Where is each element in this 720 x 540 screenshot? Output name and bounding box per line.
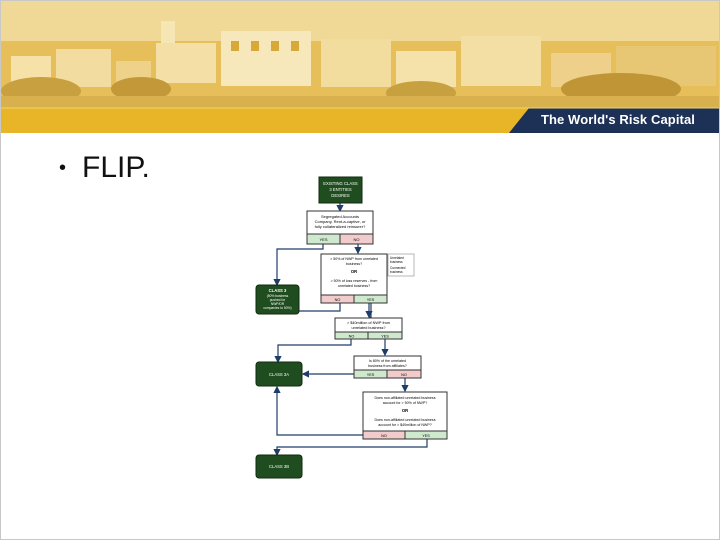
q2-no: NO	[335, 298, 341, 302]
flow-question-2: > 50% of NWP from unrelated business? OR…	[320, 253, 415, 304]
q5-line-5: account for > $40million of NWP?	[378, 423, 431, 427]
flow-start-box: EXISTING CLASS 3 ENTITIES DESIRES	[318, 176, 363, 204]
q2-line-5: unrelated business?	[338, 284, 370, 288]
tagline: The World's Risk Capital	[540, 112, 695, 127]
q2-side-4: business	[390, 270, 403, 274]
q2-side-2: business	[390, 260, 403, 264]
flow-question-5: Does non-affiliated unrelated business a…	[362, 391, 448, 440]
start-line-3: DESIRES	[331, 193, 350, 198]
class3-line-5: companies to 50%)	[263, 306, 291, 310]
q5-line-4: Does non-affiliated unrelated business	[374, 418, 435, 422]
flow-question-4: Is 80% of the unrelated business from af…	[353, 355, 422, 379]
bullet-item: • FLIP.	[59, 151, 150, 185]
flow-class3a-box: CLASS 3A	[255, 361, 303, 387]
class3-line-4: NWP/DR	[271, 302, 285, 306]
q1-yes: YES	[319, 237, 327, 242]
q3-line-1: > $40million of NWP from	[347, 321, 390, 325]
q5-no: NO	[381, 434, 387, 438]
class3-flowchart: EXISTING CLASS 3 ENTITIES DESIRES Segreg…	[255, 176, 448, 479]
class3a-title: CLASS 3A	[269, 372, 289, 377]
q4-line-1: Is 80% of the unrelated	[369, 359, 406, 363]
q2-side-3: Connected	[390, 266, 406, 270]
q4-yes: YES	[367, 373, 375, 377]
q2-yes: YES	[367, 298, 375, 302]
bermuda-skyline-photo	[1, 1, 719, 133]
q2-or: OR	[351, 269, 357, 274]
q3-no: NO	[349, 335, 355, 339]
flow-class3-box: CLASS 3 (50% business pushed for NWP/DR …	[255, 284, 300, 315]
q4-no: NO	[401, 373, 407, 377]
q5-line-1: Does non-affiliated unrelated business	[374, 396, 435, 400]
q1-line-1: Segregated Accounts	[321, 214, 359, 219]
q4-line-2: business from affiliates?	[368, 364, 407, 368]
class3-line-3: pushed for	[270, 298, 286, 302]
q5-line-2: account for > 50% of NWP?	[383, 401, 427, 405]
q2-line-1: > 50% of NWP from unrelated	[330, 257, 378, 261]
class3b-title: CLASS 3B	[269, 464, 289, 469]
q5-yes: YES	[422, 434, 430, 438]
q3-yes: YES	[381, 335, 389, 339]
start-line-1: EXISTING CLASS	[323, 181, 358, 186]
bullet-dot: •	[59, 156, 67, 179]
q5-or: OR	[402, 408, 408, 413]
start-line-2: 3 ENTITIES	[329, 187, 352, 192]
header-banner: The World's Risk Capital	[1, 1, 719, 133]
q2-side-1: Unrelated	[390, 256, 404, 260]
flow-question-3: > $40million of NWP from unrelated busin…	[334, 317, 403, 340]
q1-line-2: Company, Rent-a-captive, or	[315, 219, 367, 224]
q2-line-4: > 50% of loss reserves - from	[331, 279, 378, 283]
flow-class3b-box: CLASS 3B	[255, 454, 303, 479]
q1-line-3: fully collateralized reinsurer?	[315, 224, 366, 229]
bullet-text: FLIP.	[82, 151, 150, 184]
class3-title: CLASS 3	[269, 288, 287, 293]
q3-line-2: unrelated business?	[352, 326, 386, 330]
flow-question-1: Segregated Accounts Company, Rent-a-capt…	[306, 210, 374, 245]
q1-no: NO	[354, 237, 360, 242]
q2-line-2: business?	[346, 262, 362, 266]
class3-line-2: (50% business	[267, 294, 289, 298]
